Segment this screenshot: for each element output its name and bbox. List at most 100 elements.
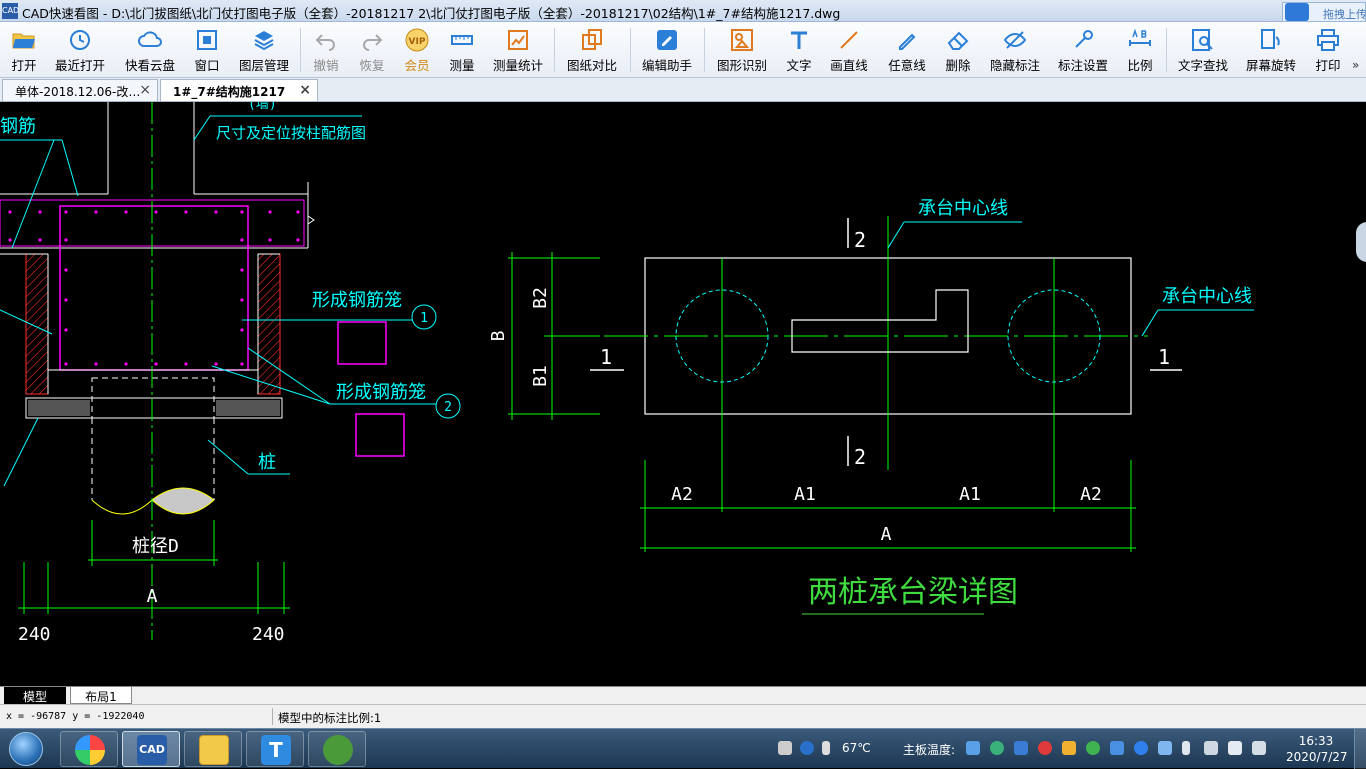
tab-label: 单体-2018.12.06-改…	[15, 85, 141, 99]
redo-button[interactable]: 恢复	[354, 24, 390, 76]
center-line-top-label: 承台中心线	[918, 198, 1008, 219]
drag-upload-button[interactable]: 拖拽上传	[1282, 2, 1366, 22]
tray-wechat-icon[interactable]	[1086, 741, 1100, 755]
cursor-coordinates: x = -96787 y = -1922040	[6, 711, 145, 722]
cad-app-icon: CAD	[137, 735, 167, 765]
tray-green-icon[interactable]	[990, 741, 1004, 755]
taskbar-explorer[interactable]	[184, 731, 242, 767]
help-icon[interactable]	[800, 741, 814, 755]
two-pile-cap-plan-detail: 2 2 1 1 承台中心线 承台中心线 B B2 B1	[488, 198, 1254, 615]
taskbar-green-app[interactable]	[308, 731, 366, 767]
edit-helper-icon	[657, 30, 677, 50]
tray-netease-icon[interactable]	[1038, 741, 1052, 755]
side-panel-toggle[interactable]	[1356, 222, 1366, 262]
tab-structure-drawing[interactable]: 1#_7#结构施1217 ×	[160, 79, 318, 101]
tab-close-icon[interactable]: ×	[299, 82, 311, 98]
delete-button[interactable]: 删除	[940, 24, 976, 76]
toolbar-divider	[630, 28, 631, 72]
cage-label-2: 形成钢筋笼	[336, 382, 426, 403]
draw-line-button[interactable]: 画直线	[826, 24, 872, 76]
measure-button[interactable]: 测量	[444, 24, 480, 76]
window-title: CAD快速看图 - D:\北门拔图纸\北门仗打图电子版（全套）-20181217…	[22, 6, 841, 21]
dimension-settings-label: 标注设置	[1057, 58, 1108, 73]
rebar-label: 钢筋	[0, 116, 36, 137]
undo-button[interactable]: 撤销	[308, 24, 344, 76]
tab-model[interactable]: 模型	[4, 687, 66, 704]
cloud-icon	[1285, 3, 1309, 21]
network-icon[interactable]	[1252, 741, 1266, 755]
undo-label: 撤销	[313, 58, 339, 73]
taskbar-cad[interactable]: CAD	[122, 731, 180, 767]
tab-layout1[interactable]: 布局1	[70, 687, 132, 704]
tray-g-icon[interactable]	[1134, 741, 1148, 755]
eraser-icon	[947, 31, 969, 50]
dim-a1-right: A1	[959, 484, 981, 505]
dimension-settings-button[interactable]: 标注设置	[1054, 24, 1112, 76]
text-search-button[interactable]: 文字查找	[1174, 24, 1232, 76]
scale-button[interactable]: 比例	[1122, 24, 1158, 76]
tray-gear-icon[interactable]	[1014, 741, 1028, 755]
measure-stats-button[interactable]: 测量统计	[490, 24, 546, 76]
eye-hidden-icon	[1003, 31, 1027, 49]
tab-single-building[interactable]: 单体-2018.12.06-改… ×	[2, 79, 158, 101]
shape-recognition-button[interactable]: 图形识别	[712, 24, 772, 76]
compare-button[interactable]: 图纸对比	[562, 24, 622, 76]
layers-button[interactable]: 图层管理	[236, 24, 292, 76]
tab-close-icon[interactable]: ×	[139, 82, 151, 98]
taskbar-t-app[interactable]: T	[246, 731, 304, 767]
toolbar-more-button[interactable]: »	[1352, 58, 1360, 72]
window-button[interactable]: 窗口	[190, 24, 224, 76]
wall-note-top: (墙)	[248, 102, 277, 112]
tray-arrows-icon[interactable]	[822, 741, 830, 755]
screen-rotate-button[interactable]: 屏幕旋转	[1242, 24, 1300, 76]
tray-qq-icon[interactable]	[1062, 741, 1076, 755]
wall-note: 尺寸及定位按柱配筋图	[216, 124, 366, 142]
system-clock[interactable]: 16:33 2020/7/27	[1286, 733, 1348, 765]
section-2-top: 2	[854, 228, 866, 252]
dim-b: B	[488, 331, 509, 342]
open-button[interactable]: 打开	[4, 24, 44, 76]
freehand-button[interactable]: 任意线	[882, 24, 932, 76]
layout-tabs: 模型 布局1	[0, 686, 1366, 704]
vip-button[interactable]: VIP 会员	[400, 24, 434, 76]
edit-helper-button[interactable]: 编辑助手	[638, 24, 696, 76]
print-button[interactable]: 打印	[1310, 24, 1346, 76]
title-bar: CAD CAD快速看图 - D:\北门拔图纸\北门仗打图电子版（全套）-2018…	[0, 0, 1366, 22]
volume-icon[interactable]	[1228, 741, 1242, 755]
show-desktop-button[interactable]	[1354, 729, 1366, 769]
tab-label: 1#_7#结构施1217	[173, 85, 286, 99]
cad-drawing: 钢筋 (墙) 尺寸及定位按柱配筋图 形成钢筋笼 1 形成钢筋笼 2 桩	[0, 102, 1254, 645]
detail-title: 两桩承台梁详图	[808, 575, 1018, 610]
section-1-right: 1	[1158, 345, 1170, 369]
folder-open-icon	[12, 33, 35, 49]
tray-cube-icon[interactable]	[966, 741, 980, 755]
line-icon	[840, 31, 858, 49]
dim-b1: B1	[530, 365, 551, 387]
printer-icon	[1317, 29, 1339, 51]
keyboard-icon[interactable]	[778, 741, 792, 755]
taskbar-browser[interactable]	[60, 731, 118, 767]
app-icon: CAD	[2, 3, 19, 19]
recent-label: 最近打开	[54, 58, 105, 73]
vip-label: 会员	[404, 58, 430, 73]
clock-history-icon	[70, 30, 90, 50]
start-button[interactable]	[4, 730, 48, 768]
hide-dimensions-button[interactable]: 隐藏标注	[986, 24, 1044, 76]
pile-diameter-label: 桩径D	[132, 536, 179, 557]
dim-a2-left: A2	[671, 484, 693, 505]
measure-label: 测量	[449, 58, 475, 73]
tray-shield-icon[interactable]	[1110, 741, 1124, 755]
drawing-canvas[interactable]: 钢筋 (墙) 尺寸及定位按柱配筋图 形成钢筋笼 1 形成钢筋笼 2 桩	[0, 102, 1366, 686]
bluetooth-icon[interactable]	[1182, 741, 1190, 755]
text-search-label: 文字查找	[1177, 58, 1228, 73]
shape-recognition-label: 图形识别	[716, 58, 767, 73]
tray-device-icon[interactable]	[1204, 741, 1218, 755]
cloud-disk-button[interactable]: 快看云盘	[122, 24, 178, 76]
dim-a-total: A	[881, 524, 892, 545]
recent-button[interactable]: 最近打开	[54, 24, 106, 76]
tray-cloud-icon[interactable]	[1158, 741, 1172, 755]
annotation-scale: 模型中的标注比例:1	[278, 711, 382, 725]
text-button[interactable]: 文字	[782, 24, 816, 76]
colorful-browser-icon	[75, 735, 105, 765]
redo-icon	[363, 34, 383, 51]
